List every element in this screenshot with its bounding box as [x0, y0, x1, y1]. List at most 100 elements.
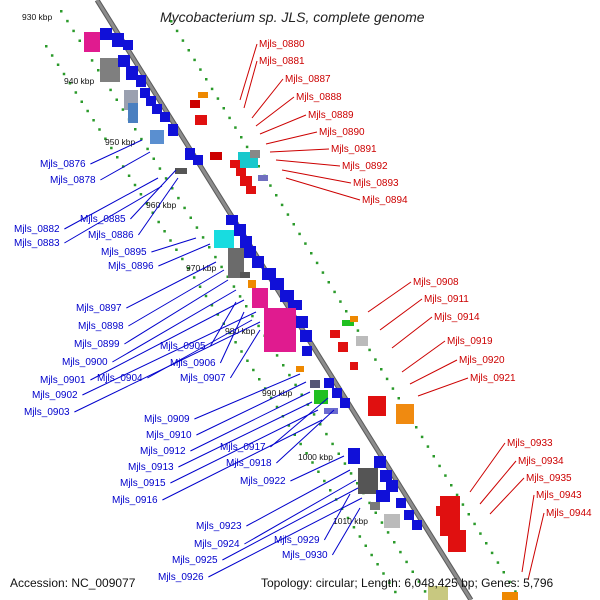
blue-gene-label: Mjls_0902 [32, 390, 78, 401]
tick-label: 960 kbp [146, 200, 177, 210]
gc-dot [275, 405, 279, 409]
gene-arrow [396, 498, 406, 508]
gc-dot [72, 29, 75, 33]
page-title: Mycobacterium sp. JLS, complete genome [160, 9, 425, 25]
tick-label: 1010 kbp [333, 516, 368, 526]
red-gene-label: Mjls_0934 [518, 456, 564, 467]
gc-dot [232, 285, 236, 288]
blue-label-leader [126, 261, 217, 309]
gc-dot [140, 137, 143, 141]
blue-gene-label: Mjls_0896 [108, 261, 154, 272]
gene-block [250, 150, 260, 158]
red-label-leader [527, 512, 545, 581]
gc-dot [310, 252, 313, 255]
gc-dot [368, 501, 371, 505]
red-label-leader [275, 159, 341, 167]
gene-block [175, 168, 187, 174]
blue-label-leader [158, 243, 211, 267]
tick-label: 940 kbp [64, 76, 95, 86]
blue-label-leader [178, 401, 313, 468]
gc-dot [397, 397, 400, 400]
blue-gene-label: Mjls_0916 [112, 495, 158, 506]
blue-label-leader [196, 381, 307, 436]
red-gene-label: Mjls_0889 [308, 110, 354, 121]
gene-arrow [270, 278, 284, 290]
red-gene-label: Mjls_0935 [526, 473, 572, 484]
gene-block [228, 248, 244, 278]
red-gene-label: Mjls_0943 [536, 490, 582, 501]
gc-dot [417, 580, 421, 583]
blue-label-leader [246, 469, 351, 527]
tick-label: 970 kbp [186, 263, 217, 273]
gc-dot [62, 72, 66, 76]
gc-dot [204, 294, 208, 298]
red-label-leader [479, 460, 517, 505]
gene-block [428, 586, 448, 600]
gc-dot [415, 426, 418, 429]
blue-label-leader [270, 397, 329, 448]
gc-dot [234, 126, 237, 129]
gene-arrow [300, 330, 312, 342]
gene-block [310, 380, 320, 388]
gc-dot [78, 39, 81, 42]
blue-label-leader [90, 299, 245, 381]
blue-gene-label: Mjls_0910 [146, 430, 192, 441]
gene-arrow [296, 316, 308, 328]
gc-dot [210, 87, 214, 91]
gc-dot [432, 455, 435, 458]
red-label-leader [259, 114, 307, 135]
gene-arrow [226, 215, 238, 225]
blue-label-leader [219, 311, 245, 364]
tick-label: 980 kbp [225, 326, 256, 336]
gc-dot [258, 378, 261, 381]
gene-block [264, 308, 296, 352]
gc-dot [145, 202, 149, 205]
red-label-leader [401, 340, 446, 373]
gene-block [248, 280, 256, 288]
gc-dot [346, 516, 350, 520]
blue-gene-label: Mjls_0926 [158, 572, 204, 583]
gene-block [384, 514, 400, 528]
gc-dot [376, 563, 379, 566]
gene-arrow [244, 246, 256, 258]
gene-arrow [118, 55, 130, 67]
gc-dot [399, 550, 402, 554]
gene-arrow [302, 346, 312, 356]
gene-arrow [195, 115, 207, 125]
blue-label-leader [209, 301, 237, 347]
gc-dot [444, 474, 447, 477]
gene-arrow [386, 480, 398, 492]
gc-dot [199, 68, 202, 71]
gc-dot [374, 511, 377, 514]
gc-dot [133, 183, 137, 187]
blue-label-leader [194, 373, 301, 420]
gc-dot [502, 571, 505, 574]
red-gene-label: Mjls_0914 [434, 312, 480, 323]
gc-dot [455, 493, 459, 497]
blue-label-leader [244, 479, 357, 545]
blue-label-leader [112, 289, 237, 363]
gc-dot [214, 255, 217, 259]
blue-gene-label: Mjls_0885 [80, 214, 126, 225]
gc-dot [306, 403, 310, 406]
gc-dot [246, 359, 249, 362]
red-label-leader [469, 442, 506, 493]
blue-gene-label: Mjls_0924 [194, 539, 240, 550]
gc-dot [189, 216, 192, 219]
gc-dot [293, 433, 296, 436]
gc-dot [157, 220, 160, 224]
gene-arrow [140, 88, 150, 98]
gene-arrow [160, 112, 170, 122]
blue-label-leader [137, 177, 179, 236]
gene-block [502, 592, 518, 600]
gene-block [100, 58, 120, 82]
gc-dot [170, 20, 173, 23]
blue-gene-label: Mjls_0898 [78, 321, 124, 332]
blue-gene-label: Mjls_0909 [144, 414, 190, 425]
gc-dot [426, 445, 430, 448]
gene-arrow [280, 290, 294, 302]
gc-dot [269, 396, 273, 399]
gc-dot [485, 542, 488, 545]
gc-dot [356, 329, 360, 332]
